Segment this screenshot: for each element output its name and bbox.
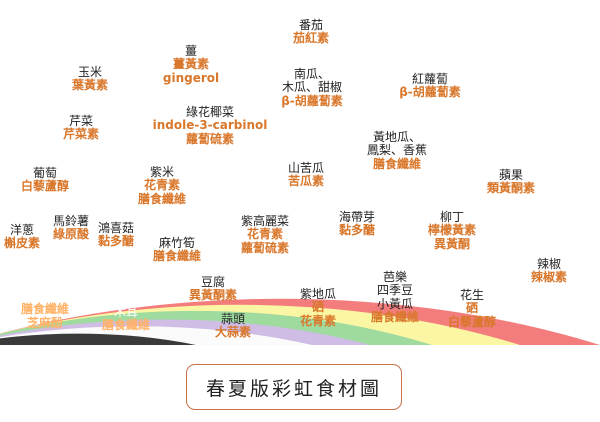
item-nutrient-2: 白藜蘆醇: [447, 314, 497, 329]
item-nutrient: 辣椒素: [530, 270, 568, 285]
item-name: 綠花椰菜: [185, 105, 235, 119]
item-name: 黑芝麻: [26, 289, 64, 303]
item-name: 芹菜: [68, 114, 94, 128]
item-name-2: 四季豆: [376, 283, 414, 298]
item-pumpkin: 南瓜、 木瓜、甜椒 β-胡蘿蔔素: [281, 67, 343, 108]
item-name: 芭樂: [382, 270, 408, 284]
item-bitter-melon: 山苦瓜 苦瓜素: [287, 161, 325, 189]
item-name: 紫高麗菜: [240, 214, 290, 228]
item-bamboo: 麻竹筍 膳食纖維: [152, 236, 202, 264]
item-garlic: 蒜頭 大蒜素: [214, 312, 252, 340]
item-potato: 馬鈴薯 綠原酸: [52, 214, 90, 242]
item-nutrient: 苦瓜素: [287, 174, 325, 189]
item-tomato: 番茄 茄紅素: [292, 18, 330, 46]
item-chili: 辣椒 辣椒素: [530, 257, 568, 285]
item-nutrient: 茄紅素: [292, 31, 330, 46]
item-nutrient: 黏多醣: [97, 234, 135, 249]
item-name: 蘋果: [498, 168, 524, 182]
item-nutrient: 大蒜素: [214, 325, 252, 340]
item-nutrient: 膳食纖維: [152, 249, 202, 264]
item-nutrient: 硒: [311, 300, 325, 315]
item-broccoli: 綠花椰菜 indole-3-carbinol 蘿蔔硫素: [152, 105, 268, 146]
item-name: 紅蘿蔔: [411, 72, 449, 86]
black-band: [0, 333, 196, 345]
item-name: 紫地瓜: [299, 287, 337, 301]
item-name: 木耳: [113, 305, 139, 319]
item-name: 海帶芽: [338, 210, 376, 224]
item-nutrient: 膳食纖維: [101, 318, 151, 333]
item-celery: 芹菜 芹菜素: [62, 114, 100, 142]
item-tofu: 豆腐 異黃酮素: [188, 275, 238, 303]
item-shiitake: 鴻喜菇 黏多醣: [97, 221, 135, 249]
item-name: 辣椒: [536, 257, 562, 271]
title-box: 春夏版彩虹食材圖: [186, 364, 402, 410]
item-nutrient: 白藜蘆醇: [20, 179, 70, 194]
item-nutrient: 檸檬黃素: [427, 223, 477, 238]
item-nutrient-2: 膳食纖維: [137, 191, 187, 206]
item-nutrient: β-胡蘿蔔素: [399, 85, 461, 100]
item-name: 蒜頭: [220, 312, 246, 326]
item-nutrient: 綠原酸: [52, 227, 90, 242]
item-nutrient: 花青素: [143, 178, 181, 193]
item-seaweed: 海帶芽 黏多醣: [338, 210, 376, 238]
item-name-3: 小黃瓜: [376, 296, 414, 311]
item-nutrient: 葉黃素: [71, 78, 109, 93]
item-nutrient: 芹菜素: [62, 127, 100, 142]
item-purple-rice: 紫米 花青素 膳食纖維: [137, 165, 187, 206]
item-name: 黃地瓜、: [372, 130, 422, 144]
item-nutrient-2: 蘿蔔硫素: [185, 131, 235, 146]
item-purple-cabbage: 紫高麗菜 花青素 蘿蔔硫素: [240, 214, 290, 255]
item-carrot: 紅蘿蔔 β-胡蘿蔔素: [399, 72, 461, 100]
item-nutrient-2: 蘿蔔硫素: [240, 240, 290, 255]
item-name: 玉米: [77, 65, 103, 79]
item-name: 紫米: [149, 165, 175, 179]
item-name: 山苦瓜: [287, 161, 325, 175]
item-name: 薑: [184, 44, 197, 58]
page-title: 春夏版彩虹食材圖: [205, 377, 382, 400]
item-apple: 蘋果 類黃酮素: [486, 168, 536, 196]
item-name: 豆腐: [200, 275, 226, 289]
item-corn: 玉米 葉黃素: [71, 65, 109, 93]
item-nutrient: 異黃酮素: [188, 288, 238, 303]
item-nutrient-2: 異黃酮: [433, 236, 471, 251]
item-ginger: 薑 薑黃素 gingerol: [162, 44, 220, 85]
item-nutrient: 黏多醣: [338, 223, 376, 238]
item-nutrient-2: 花青素: [299, 313, 337, 328]
item-name: 洋蔥: [9, 223, 35, 237]
item-name: 鴻喜菇: [97, 221, 135, 235]
item-nutrient-2: gingerol: [162, 70, 220, 85]
item-purple-yam: 紫地瓜 硒 花青素: [299, 287, 337, 328]
item-name-2: 木瓜、甜椒: [281, 80, 343, 95]
item-name: 南瓜、: [293, 67, 331, 81]
item-nutrient: 類黃酮素: [486, 181, 536, 196]
item-name: 柳丁: [439, 210, 465, 224]
item-nutrient-2: 芝麻酚: [26, 315, 64, 330]
item-nutrient: β-胡蘿蔔素: [281, 93, 343, 108]
item-nutrient: 硒: [465, 301, 479, 316]
item-name: 花生: [459, 288, 485, 302]
item-nutrient: 槲皮素: [3, 236, 41, 251]
item-nutrient: 薑黃素: [172, 57, 209, 72]
item-peanut: 花生 硒 白藜蘆醇: [447, 288, 497, 329]
item-nutrient: 膳食纖維: [20, 302, 70, 317]
item-guava: 芭樂 四季豆 小黃瓜 膳食纖維: [370, 270, 420, 325]
item-nutrient: 膳食纖維: [372, 156, 422, 171]
item-orange: 柳丁 檸檬黃素 異黃酮: [427, 210, 477, 251]
item-onion: 洋蔥 槲皮素: [3, 223, 41, 251]
item-name: 番茄: [298, 18, 324, 32]
item-name: 麻竹筍: [158, 236, 196, 250]
item-yam-pear: 黃地瓜、 鳳梨、香蕉 膳食纖維: [366, 130, 428, 171]
item-nutrient: indole-3-carbinol: [152, 118, 268, 133]
item-nutrient: 花青素: [246, 227, 284, 242]
item-sesame: 黑芝麻 膳食纖維 芝麻酚: [20, 289, 70, 330]
item-name-2: 鳳梨、香蕉: [366, 143, 428, 158]
item-nutrient: 膳食纖維: [370, 310, 420, 325]
item-grape: 葡萄 白藜蘆醇: [20, 166, 70, 194]
item-name: 馬鈴薯: [52, 214, 90, 228]
item-name: 葡萄: [32, 166, 58, 180]
item-wood-ear: 木耳 膳食纖維: [101, 305, 151, 333]
